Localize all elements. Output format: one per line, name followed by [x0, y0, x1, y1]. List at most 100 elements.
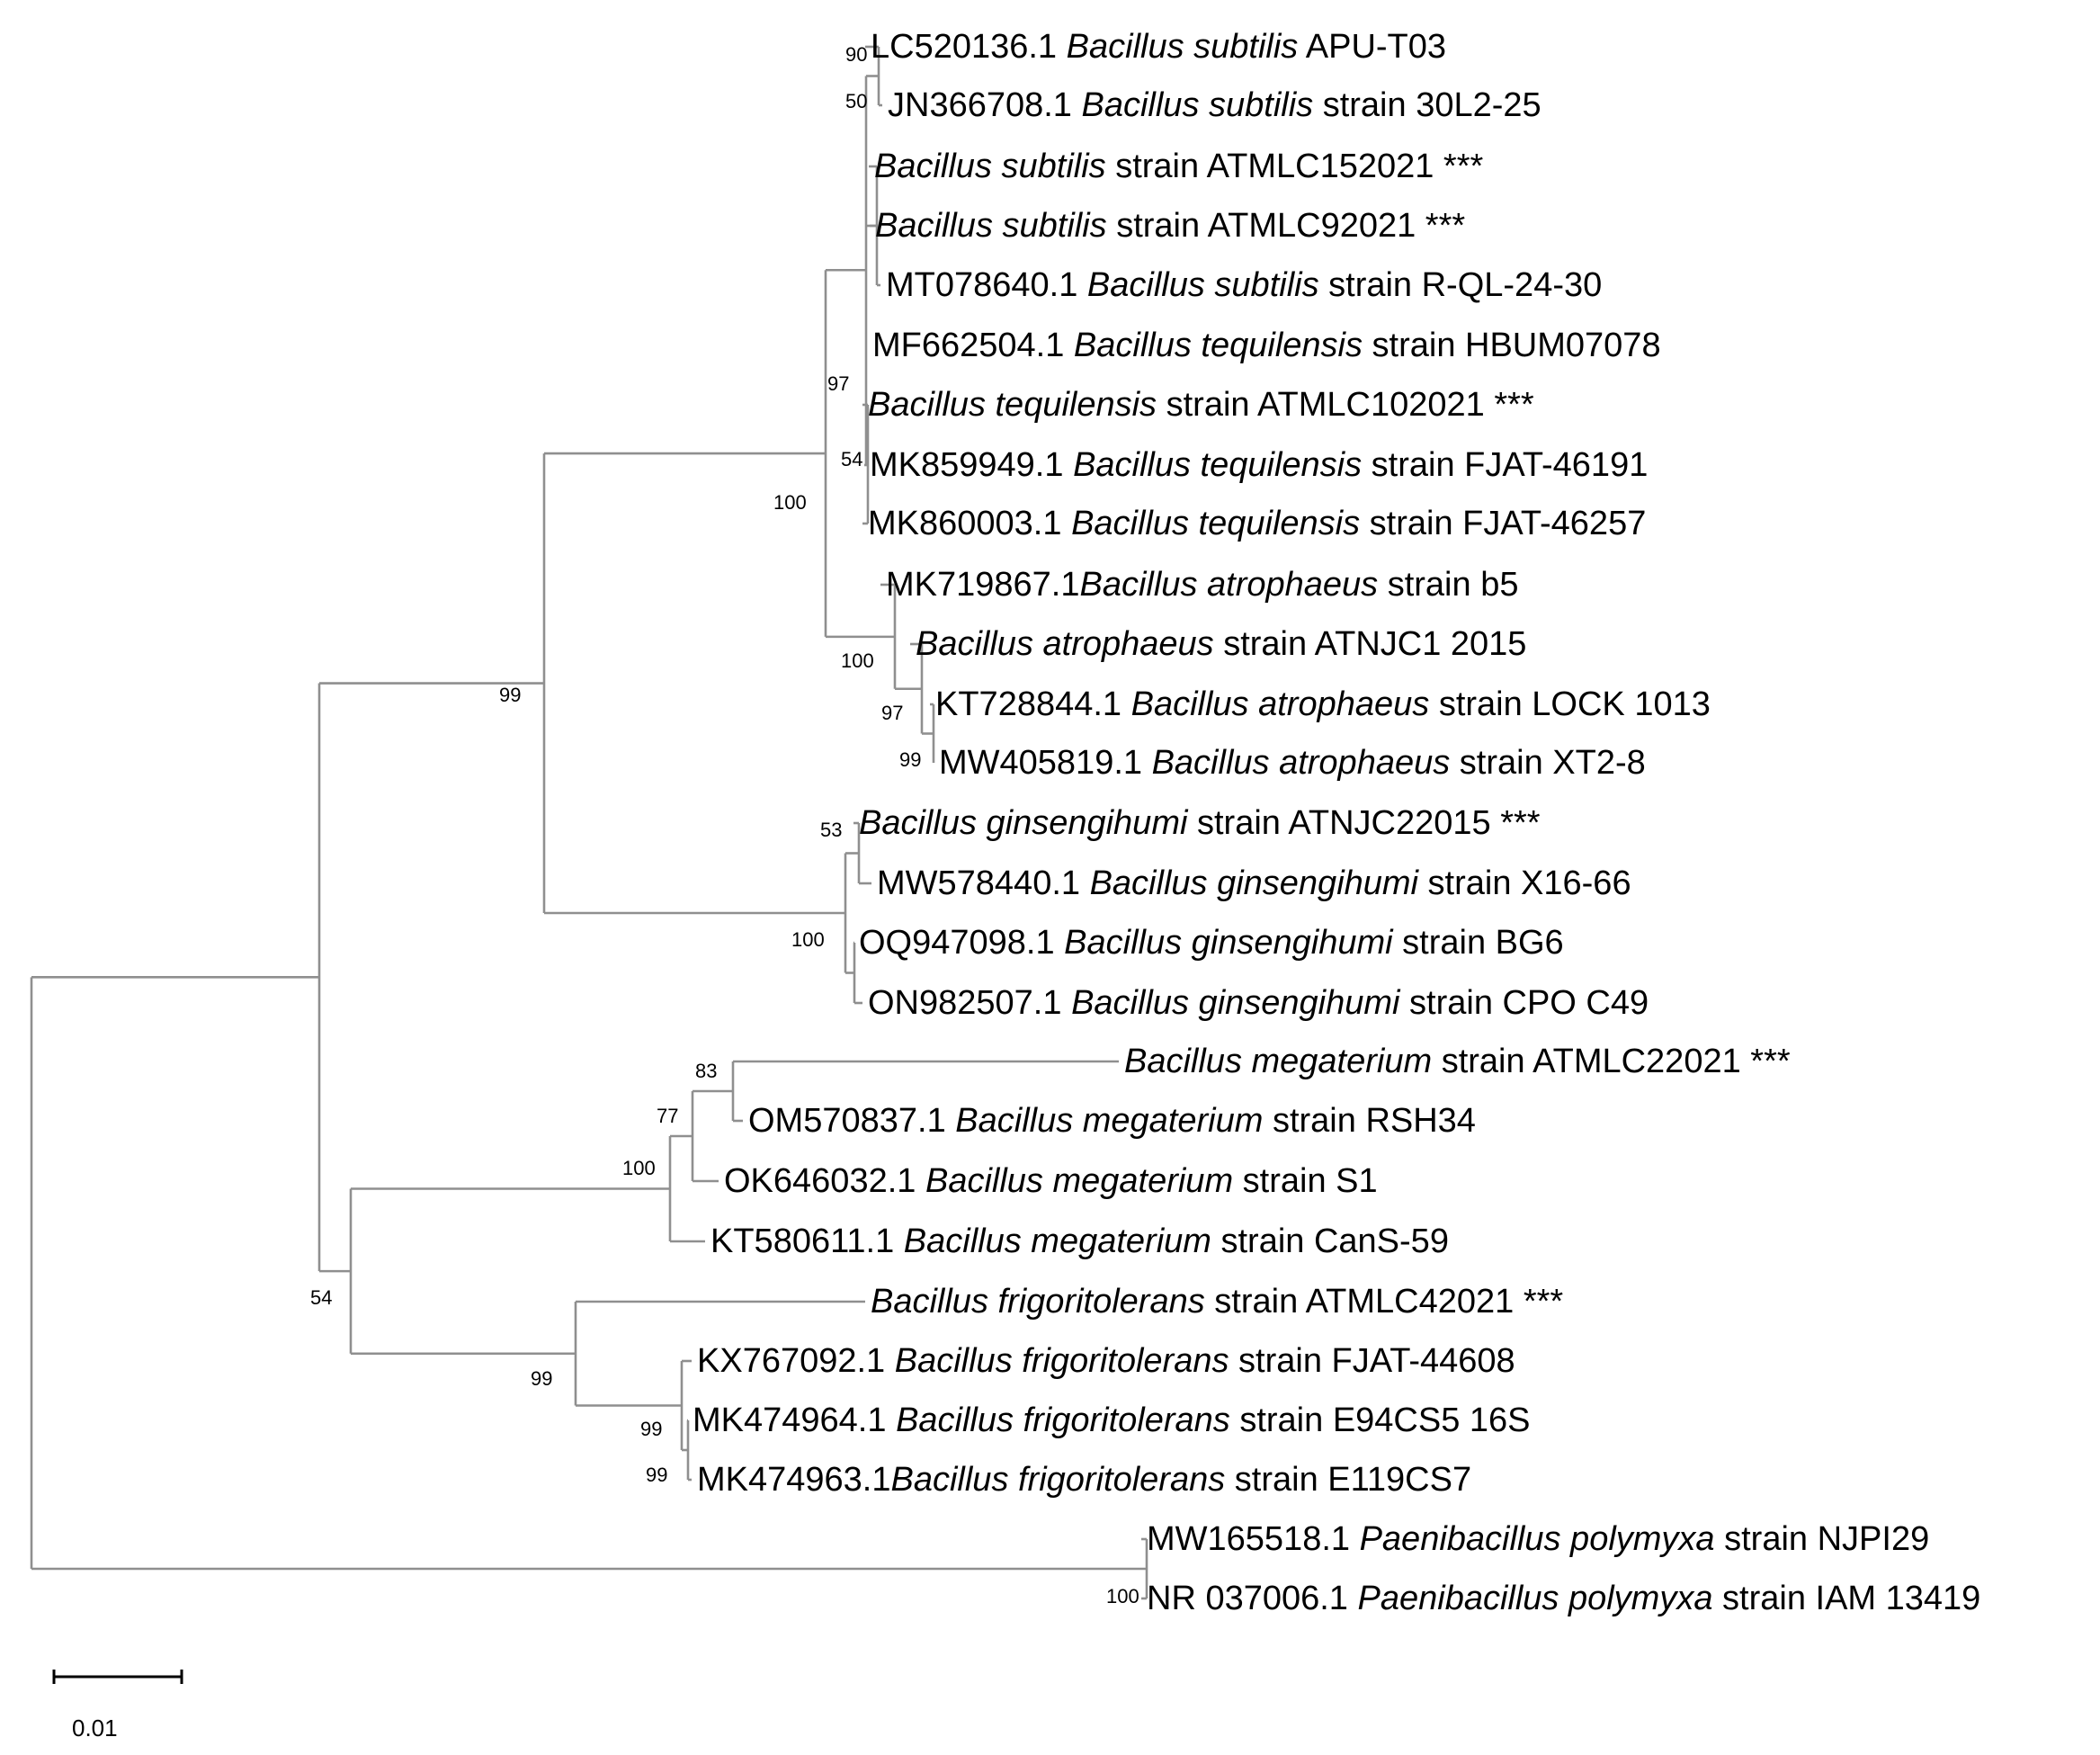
leaf-label: Bacillus subtilis strain ATMLC92021 ***: [875, 207, 1465, 245]
leaf-species: Bacillus frigoritolerans: [896, 1401, 1230, 1439]
leaf-label: Bacillus megaterium strain ATMLC22021 **…: [1124, 1043, 1791, 1080]
support-value: 54: [310, 1286, 332, 1309]
support-value: 83: [695, 1060, 717, 1082]
scale-bar-label: 0.01: [72, 1715, 118, 1742]
support-value: 99: [646, 1464, 667, 1486]
leaf-strain: strain ATMLC22021 ***: [1432, 1043, 1791, 1080]
leaf-label: KT580611.1 Bacillus megaterium strain Ca…: [710, 1222, 1449, 1260]
leaf-strain: strain ATMLC102021 ***: [1157, 386, 1534, 424]
leaf-species: Bacillus megaterium: [904, 1222, 1211, 1260]
leaf-strain: strain E119CS7: [1225, 1461, 1471, 1499]
leaf-strain: strain FJAT-46257: [1360, 505, 1646, 542]
leaf-species: Bacillus tequilensis: [1073, 446, 1362, 484]
leaf-species: Bacillus frigoritolerans: [871, 1283, 1205, 1321]
leaf-strain: strain b5: [1378, 566, 1518, 604]
support-value: 54: [841, 448, 862, 470]
leaf-species: Bacillus subtilis: [1087, 266, 1319, 304]
leaf-label: KX767092.1 Bacillus frigoritolerans stra…: [697, 1342, 1515, 1380]
leaf-label: MW578440.1 Bacillus ginsengihumi strain …: [877, 864, 1631, 902]
leaf-label: OK646032.1 Bacillus megaterium strain S1: [724, 1162, 1378, 1200]
leaf-label: MK860003.1 Bacillus tequilensis strain F…: [868, 505, 1646, 542]
leaf-accession: MF662504.1: [872, 327, 1074, 364]
leaf-accession: MT078640.1: [886, 266, 1087, 304]
leaf-strain: strain E94CS5 16S: [1230, 1401, 1531, 1439]
leaf-species: Bacillus tequilensis: [1074, 327, 1363, 364]
leaf-accession: ON982507.1: [868, 984, 1071, 1022]
leaf-species: Paenibacillus polymyxa: [1358, 1580, 1713, 1617]
leaf-species: Bacillus tequilensis: [868, 386, 1157, 424]
leaf-accession: MW405819.1: [939, 744, 1152, 782]
leaf-label: MF662504.1 Bacillus tequilensis strain H…: [872, 327, 1661, 364]
leaf-species: Bacillus ginsengihumi: [859, 804, 1189, 842]
leaf-species: Bacillus ginsengihumi: [1090, 864, 1420, 902]
bootstrap-support-values: 9050975410010097999953100837710054999999…: [310, 43, 1139, 1607]
leaf-label: NR 037006.1 Paenibacillus polymyxa strai…: [1147, 1580, 1980, 1617]
leaf-accession: KX767092.1: [697, 1342, 895, 1380]
leaf-accession: MK474964.1: [693, 1401, 896, 1439]
leaf-species: Bacillus atrophaeus: [1131, 685, 1430, 723]
leaf-strain: strain XT2-8: [1450, 744, 1646, 782]
leaf-label: OM570837.1 Bacillus megaterium strain RS…: [748, 1102, 1476, 1140]
leaf-species: Bacillus atrophaeus: [916, 625, 1214, 663]
leaf-labels: LC520136.1 Bacillus subtilis APU-T03JN36…: [693, 28, 1980, 1617]
leaf-strain: strain CanS-59: [1211, 1222, 1449, 1260]
leaf-species: Paenibacillus polymyxa: [1360, 1520, 1715, 1558]
leaf-accession: JN366708.1: [888, 86, 1082, 124]
leaf-accession: MW165518.1: [1147, 1520, 1360, 1558]
support-value: 100: [1106, 1585, 1139, 1607]
leaf-strain: strain FJAT-44608: [1229, 1342, 1515, 1380]
leaf-species: Bacillus atrophaeus: [1080, 566, 1379, 604]
leaf-species: Bacillus atrophaeus: [1152, 744, 1451, 782]
support-value: 100: [773, 491, 807, 514]
leaf-species: Bacillus megaterium: [925, 1162, 1233, 1200]
leaf-label: LC520136.1 Bacillus subtilis APU-T03: [871, 28, 1446, 66]
support-value: 99: [499, 684, 521, 706]
leaf-label: MW165518.1 Paenibacillus polymyxa strain…: [1147, 1520, 1929, 1558]
support-value: 90: [845, 43, 867, 66]
leaf-species: Bacillus subtilis: [875, 207, 1107, 245]
leaf-accession: MK474963.1: [697, 1461, 891, 1499]
leaf-accession: MK859949.1: [870, 446, 1073, 484]
leaf-strain: strain IAM 13419: [1712, 1580, 1980, 1617]
leaf-species: Bacillus megaterium: [955, 1102, 1263, 1140]
leaf-strain: APU-T03: [1298, 28, 1446, 66]
leaf-species: Bacillus subtilis: [874, 148, 1106, 185]
leaf-strain: strain ATMLC152021 ***: [1106, 148, 1484, 185]
leaf-strain: strain 30L2-25: [1313, 86, 1541, 124]
leaf-label: KT728844.1 Bacillus atrophaeus strain LO…: [935, 685, 1711, 723]
tree-branches: [30, 45, 1148, 1600]
leaf-label: JN366708.1 Bacillus subtilis strain 30L2…: [888, 86, 1541, 124]
support-value: 50: [845, 90, 867, 112]
leaf-accession: OQ947098.1: [859, 924, 1064, 962]
support-value: 97: [827, 372, 849, 395]
leaf-strain: strain R-QL-24-30: [1319, 266, 1603, 304]
leaf-strain: strain CPO C49: [1399, 984, 1649, 1022]
leaf-species: Bacillus ginsengihumi: [1071, 984, 1401, 1022]
leaf-label: Bacillus subtilis strain ATMLC152021 ***: [874, 148, 1484, 185]
leaf-label: MK474963.1Bacillus frigoritolerans strai…: [697, 1461, 1471, 1499]
leaf-strain: strain FJAT-46191: [1362, 446, 1648, 484]
leaf-label: MW405819.1 Bacillus atrophaeus strain XT…: [939, 744, 1646, 782]
leaf-strain: strain RSH34: [1263, 1102, 1476, 1140]
leaf-accession: LC520136.1: [871, 28, 1067, 66]
leaf-species: Bacillus tequilensis: [1071, 505, 1360, 542]
scale-bar: 0.01: [52, 1670, 183, 1742]
leaf-label: Bacillus frigoritolerans strain ATMLC420…: [871, 1283, 1563, 1321]
leaf-species: Bacillus megaterium: [1124, 1043, 1432, 1080]
leaf-accession: KT580611.1: [710, 1222, 904, 1260]
leaf-strain: strain S1: [1233, 1162, 1378, 1200]
leaf-strain: strain LOCK 1013: [1429, 685, 1711, 723]
support-value: 77: [657, 1105, 678, 1127]
leaf-label: Bacillus tequilensis strain ATMLC102021 …: [868, 386, 1534, 424]
leaf-species: Bacillus subtilis: [1082, 86, 1314, 124]
leaf-label: MK719867.1Bacillus atrophaeus strain b5: [886, 566, 1518, 604]
support-value: 99: [899, 748, 921, 771]
support-value: 53: [820, 819, 842, 841]
leaf-species: Bacillus subtilis: [1067, 28, 1299, 66]
leaf-strain: strain NJPI29: [1715, 1520, 1930, 1558]
support-value: 100: [841, 649, 874, 672]
leaf-strain: strain ATNJC1 2015: [1214, 625, 1527, 663]
leaf-accession: NR 037006.1: [1147, 1580, 1358, 1617]
leaf-strain: strain ATNJC22015 ***: [1187, 804, 1540, 842]
